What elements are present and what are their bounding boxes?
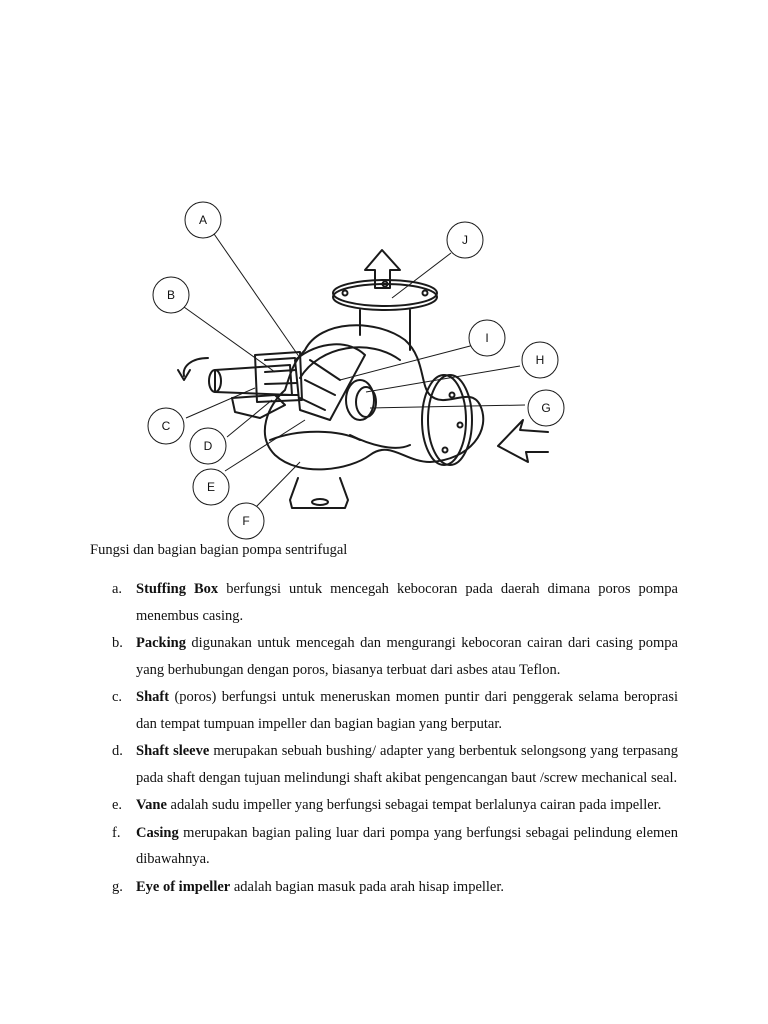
item-term: Stuffing Box (136, 581, 219, 597)
definition-item: g. Eye of impeller adalah bagian masuk pa… (110, 874, 678, 901)
callout-circle-i (468, 319, 506, 357)
definition-item: f. Casing merupakan bagian paling luar da… (110, 820, 678, 873)
definition-item: d. Shaft sleeve merupakan sebuah bushing/… (110, 738, 678, 791)
callout-label-e: E (207, 480, 215, 494)
callout-label-a: A (199, 213, 207, 227)
item-marker: f. (112, 824, 121, 841)
definition-item: b. Packing digunakan untuk mencegah dan m… (110, 630, 678, 683)
item-term: Casing (136, 824, 179, 841)
pump-diagram: A B C D E F G H I J (147, 201, 565, 540)
item-text: berfungsi untuk mencegah kebocoran pada … (136, 581, 678, 624)
callout-label-d: D (204, 439, 213, 453)
definition-item: e. Vane adalah sudu impeller yang berfung… (110, 792, 678, 819)
item-text: merupakan bagian paling luar dari pompa … (136, 824, 678, 868)
callout-circle-d (189, 427, 227, 465)
suction-flange (421, 374, 473, 466)
item-term: Shaft sleeve (136, 743, 210, 759)
callout-circle-h (521, 341, 559, 379)
callout-label-f: F (242, 514, 249, 528)
bearing-bracket (231, 394, 286, 419)
item-text: (poros) berfungsi untuk meneruskan momen… (136, 689, 678, 732)
rotation-arrow (177, 357, 209, 381)
callout-circle-a (184, 201, 222, 239)
shaft (208, 351, 303, 403)
item-text: digunakan untuk mencegah dan mengurangi … (136, 635, 678, 678)
definition-item: c. Shaft (poros) berfungsi untuk menerusk… (110, 684, 678, 737)
item-term: Packing (136, 635, 186, 651)
callout-circle-c (147, 407, 185, 445)
callout-circle-g (527, 389, 565, 427)
item-term: Shaft (136, 689, 170, 705)
callout-label-b: B (167, 288, 175, 302)
callout-label-j: J (462, 233, 468, 247)
figure-caption: Fungsi dan bagian bagian pompa sentrifug… (90, 542, 348, 558)
callout-circle-f (227, 502, 265, 540)
discharge-arrow (364, 249, 401, 289)
callout-circle-e (192, 468, 230, 506)
leader-lines (183, 230, 526, 509)
callout-circle-j (446, 221, 484, 259)
item-term: Eye of impeller (136, 878, 231, 895)
definition-item: a. Stuffing Box berfungsi untuk mencegah … (110, 576, 678, 629)
callout-label-g: G (541, 401, 550, 415)
callout-label-c: C (162, 419, 171, 433)
callout-circle-b (152, 276, 190, 314)
item-marker: d. (112, 743, 123, 759)
item-marker: c. (112, 689, 123, 705)
impeller (294, 343, 377, 421)
suction-arrow (497, 419, 549, 463)
callout-label-i: I (485, 331, 488, 345)
discharge-flange (332, 279, 438, 351)
item-text: adalah sudu impeller yang berfungsi seba… (166, 797, 662, 813)
pump-foot (289, 477, 349, 509)
callout-label-h: H (536, 353, 545, 367)
item-text: merupakan sebuah bushing/ adapter yang b… (136, 743, 679, 786)
item-term: Vane (136, 797, 167, 813)
item-marker: a. (112, 581, 123, 597)
item-text: adalah bagian masuk pada arah hisap impe… (230, 878, 505, 895)
item-marker: g. (112, 878, 123, 895)
item-marker: e. (112, 797, 123, 813)
definition-list: a. Stuffing Box berfungsi untuk mencegah … (110, 576, 678, 901)
item-marker: b. (112, 635, 123, 651)
